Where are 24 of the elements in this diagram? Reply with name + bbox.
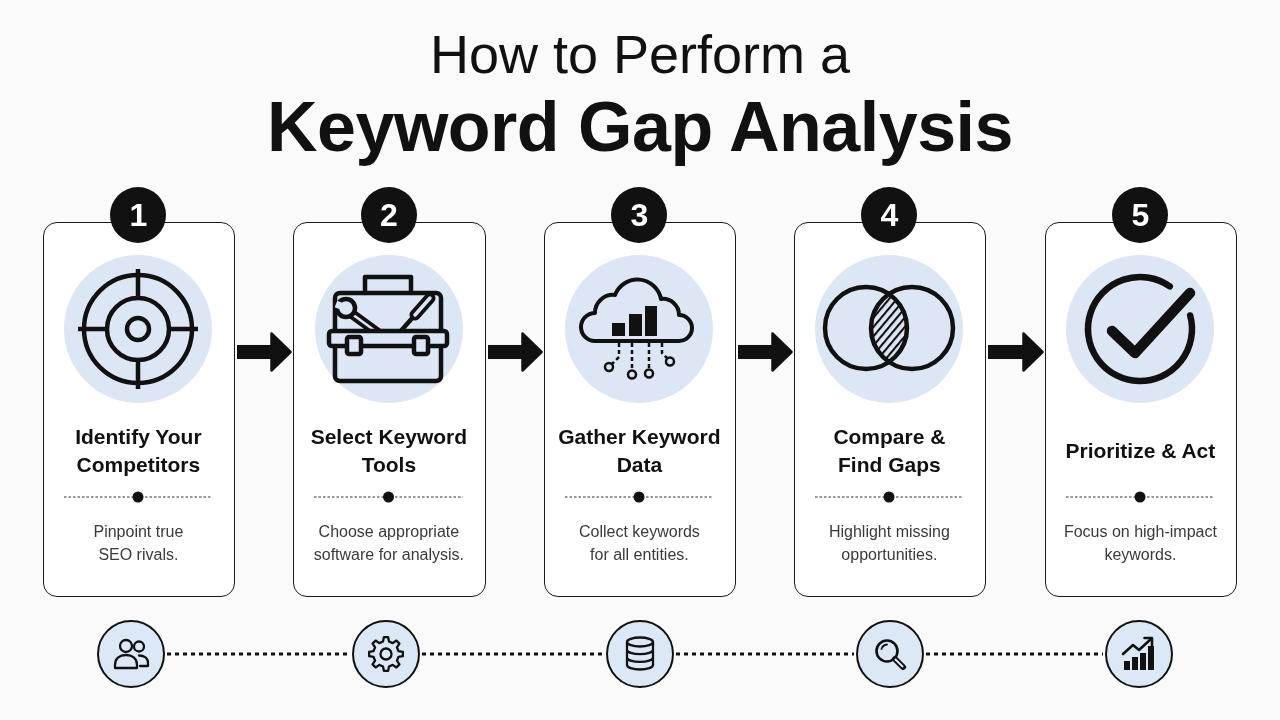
step-number: 1 (110, 187, 167, 243)
step-number: 3 (611, 187, 668, 243)
step-title: Gather Keyword Data (557, 424, 722, 478)
dotted-line (422, 652, 604, 656)
step-description: Choose appropriate software for analysis. (312, 522, 466, 565)
step-title: Select Keyword Tools (309, 424, 469, 478)
step-title: Identify Your Competitors (74, 424, 203, 478)
step-number: 2 (360, 187, 417, 243)
arrow (738, 332, 793, 372)
dotted-line (926, 652, 1103, 656)
step-title: Prioritize & Act (1065, 438, 1216, 464)
step-description: Collect keywords for all entities. (577, 522, 701, 565)
step-number: 4 (861, 187, 918, 243)
step-description: Highlight missing opportunities. (827, 522, 951, 565)
title: How to Perform a Keyword Gap Analysis (267, 23, 1013, 168)
arrow (237, 332, 292, 372)
dotted-line (167, 652, 350, 656)
step-description: Focus on high-impact keywords. (1062, 522, 1218, 565)
dotted-line (676, 652, 854, 656)
step-number: 5 (1112, 187, 1169, 243)
step-title: Compare & Find Gaps (832, 424, 947, 478)
arrow (488, 332, 543, 372)
arrow (988, 332, 1044, 372)
step-description: Pinpoint true SEO rivals. (92, 522, 185, 565)
